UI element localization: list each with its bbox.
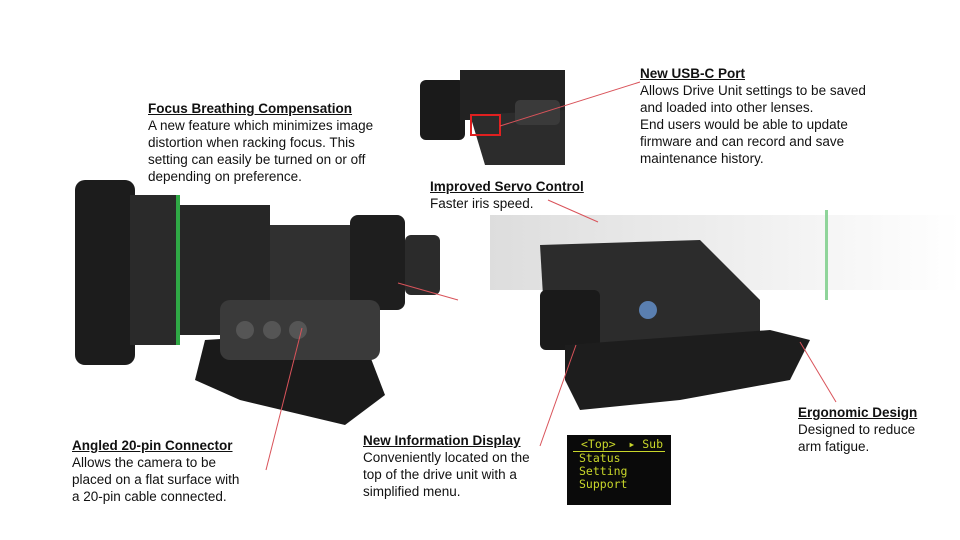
callout-description: Faster iris speed. <box>430 196 534 211</box>
drive-unit-closeup-image <box>490 210 960 410</box>
oled-menu-item: Status <box>579 451 621 465</box>
oled-tab-sub: ▸ Sub <box>628 437 663 451</box>
callout-description: Conveniently located on the top of the d… <box>363 450 530 499</box>
leader-connector <box>265 327 303 471</box>
callout-description: Designed to reduce arm fatigue. <box>798 422 916 454</box>
callout-ergonomic: Ergonomic Design Designed to reduce arm … <box>798 404 917 455</box>
lens-with-drive-unit-image <box>75 180 440 425</box>
callout-connector: Angled 20-pin Connector Allows the camer… <box>72 437 239 505</box>
callout-title: Focus Breathing Compensation <box>148 101 353 116</box>
leader-usb-c <box>499 81 641 127</box>
callout-title: New USB-C Port <box>640 66 746 81</box>
oled-menu-item: Support <box>579 477 628 491</box>
information-display-screen: <Top> ▸ Sub Status Setting Support <box>567 435 671 505</box>
callout-display: New Information Display Conveniently loc… <box>363 432 530 500</box>
callout-title: Angled 20-pin Connector <box>72 438 233 453</box>
leader-servo <box>547 199 599 223</box>
oled-tab-top: <Top> <box>581 437 616 451</box>
callout-description: A new feature which minimizes image dist… <box>148 118 374 184</box>
callout-description: Allows the camera to be placed on a flat… <box>72 455 240 504</box>
usb-c-inset-image <box>418 62 568 165</box>
oled-header: <Top> ▸ Sub <box>573 438 665 452</box>
oled-menu-item: Setting <box>579 464 628 478</box>
leader-focus-breathing <box>397 282 459 301</box>
callout-focus-breathing: Focus Breathing Compensation A new featu… <box>148 100 373 185</box>
callout-usb-c: New USB-C Port Allows Drive Unit setting… <box>640 65 866 167</box>
callout-title: Ergonomic Design <box>798 405 918 420</box>
callout-servo: Improved Servo Control Faster iris speed… <box>430 178 584 212</box>
callout-description: Allows Drive Unit settings to be saved a… <box>640 83 866 166</box>
leader-lines <box>265 81 837 471</box>
leader-display <box>539 344 577 447</box>
callout-title: New Information Display <box>363 433 521 448</box>
leader-ergonomic <box>799 341 837 403</box>
usb-c-highlight-box <box>470 114 501 136</box>
callout-title: Improved Servo Control <box>430 179 584 194</box>
